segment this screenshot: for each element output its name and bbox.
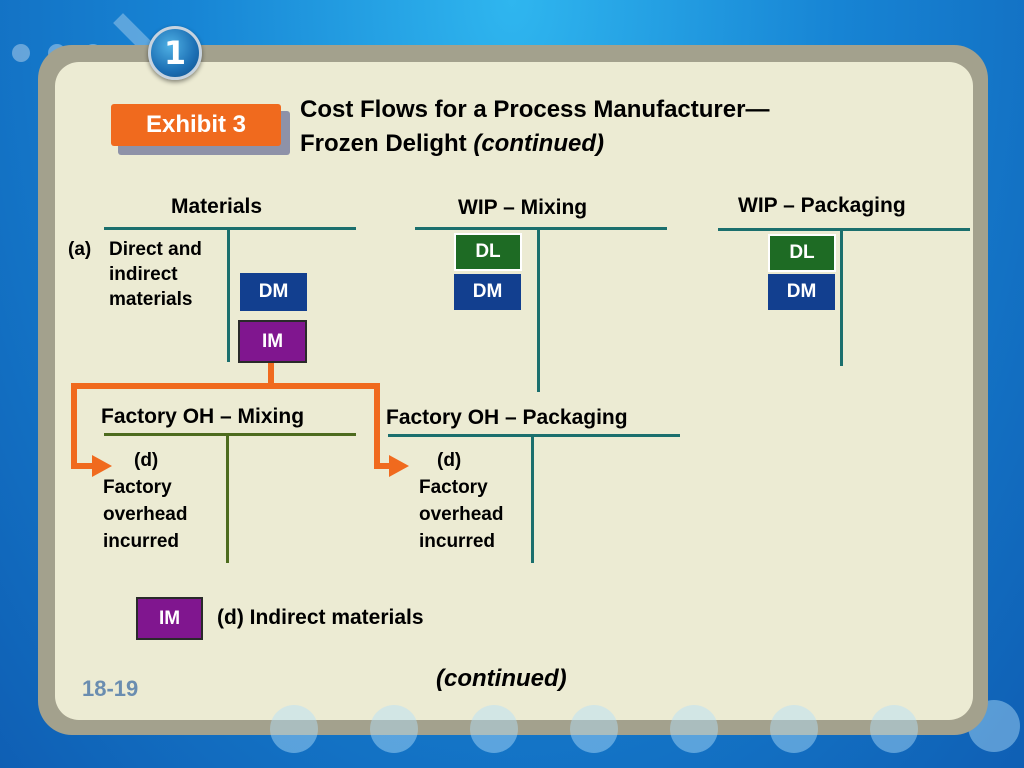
decorative-bubble (670, 705, 718, 753)
title-line-2: Frozen Delight (continued) (300, 127, 920, 161)
materials-account-title: Materials (171, 195, 263, 218)
slide-number-badge: 1 (148, 26, 202, 80)
wip-packaging-dl-box: DL (768, 234, 836, 272)
materials-im-box: IM (238, 320, 307, 363)
materials-entry-line-3: materials (109, 289, 193, 310)
foh-packaging-divider (531, 436, 534, 563)
flow-arrow-to-foh-mixing (71, 383, 271, 469)
materials-entry-line-1: Direct and (109, 239, 202, 260)
wip-mixing-top-line (415, 227, 667, 230)
wip-mixing-dl-box: DL (454, 233, 522, 271)
wip-packaging-account-title: WIP – Packaging (738, 194, 906, 217)
decorative-bubble (470, 705, 518, 753)
exhibit-tag: Exhibit 3 (111, 104, 281, 146)
foh-mixing-top-line (104, 433, 356, 436)
foh-mixing-entry-letter: (d) (134, 450, 159, 471)
foh-packaging-top-line (388, 434, 680, 437)
arrowhead-foh-packaging (389, 455, 409, 477)
foh-packaging-entry-line-2: overhead (419, 504, 504, 525)
slide-panel (55, 62, 973, 720)
materials-account-top-line (104, 227, 356, 230)
legend-im-box: IM (136, 597, 203, 640)
foh-mixing-account-title: Factory OH – Mixing (101, 405, 305, 428)
decorative-bubble (770, 705, 818, 753)
title-line-2-italic: (continued) (473, 130, 604, 157)
foh-packaging-entry-line-3: incurred (419, 531, 496, 552)
wip-mixing-account-title: WIP – Mixing (458, 196, 588, 219)
foh-packaging-entry-letter: (d) (437, 450, 462, 471)
legend-im-text: (d) Indirect materials (217, 606, 424, 629)
foh-packaging-account-title: Factory OH – Packaging (386, 406, 628, 429)
decorative-bubble (370, 705, 418, 753)
foh-mixing-divider (226, 435, 229, 563)
foh-packaging-entry-line-1: Factory (419, 477, 488, 498)
decorative-bubble (570, 705, 618, 753)
foh-mixing-entry-line-1: Factory (103, 477, 172, 498)
materials-dm-box: DM (240, 273, 307, 311)
decorative-bubble (870, 705, 918, 753)
continued-note: (continued) (436, 665, 567, 692)
decorative-bubble (270, 705, 318, 753)
slide-page-number: 18-19 (82, 676, 139, 701)
decorative-dot (12, 44, 30, 62)
materials-account-divider (227, 229, 230, 362)
wip-packaging-top-line (718, 228, 970, 231)
slide-title: Cost Flows for a Process Manufacturer— F… (300, 93, 920, 161)
title-line-2-main: Frozen Delight (300, 130, 467, 157)
foh-mixing-entry-line-2: overhead (103, 504, 188, 525)
wip-mixing-dm-box: DM (454, 274, 521, 310)
flow-arrow-to-foh-packaging (271, 383, 393, 469)
wip-packaging-divider (840, 230, 843, 366)
wip-mixing-divider (537, 229, 540, 392)
arrowhead-foh-mixing (92, 455, 112, 477)
title-line-1: Cost Flows for a Process Manufacturer— (300, 96, 770, 123)
wip-packaging-dm-box: DM (768, 274, 835, 310)
materials-entry-letter: (a) (68, 239, 92, 260)
materials-entry-line-2: indirect (109, 264, 178, 285)
foh-mixing-entry-line-3: incurred (103, 531, 180, 552)
